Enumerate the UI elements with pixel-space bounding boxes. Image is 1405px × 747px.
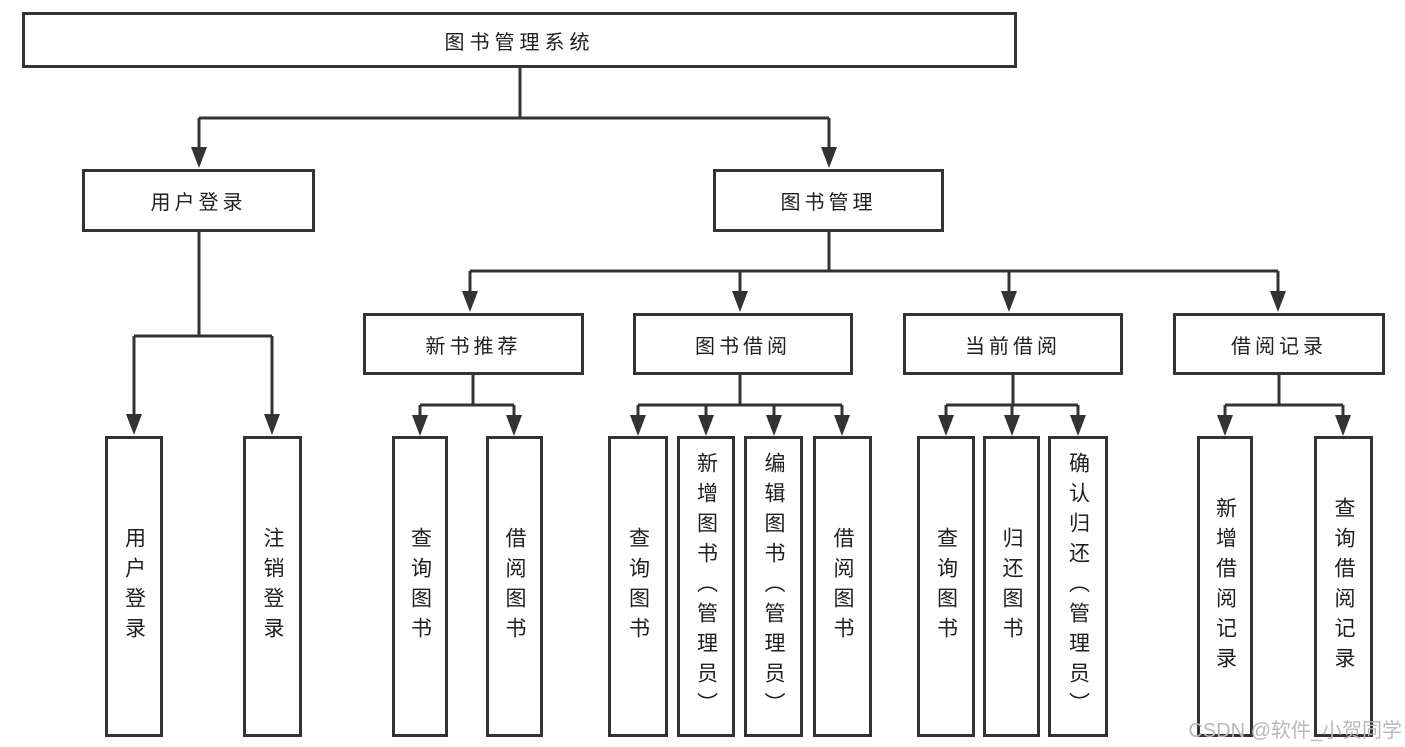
arrow-cb-return-books: [1004, 415, 1020, 436]
arrow-to-leaf-logout: [264, 414, 280, 435]
arrow-nb-borrow-books: [506, 415, 522, 436]
connector-new-book-children: [418, 375, 516, 416]
leaf-br-add-record: 新增借阅记录: [1197, 436, 1253, 737]
arrow-nb-query-books: [412, 415, 428, 436]
connector-user-login-children: [132, 232, 274, 415]
csdn-watermark: CSDN @软件_小贺同学: [1188, 720, 1402, 742]
connector-borrowing-records-children: [1223, 375, 1345, 416]
connector-book-borrowing-children: [636, 375, 844, 416]
node-current-borrowing: 当前借阅: [903, 313, 1123, 375]
leaf-user-login: 用户登录: [105, 436, 163, 737]
leaf-br-query-record: 查询借阅记录: [1314, 436, 1373, 737]
connector-book-management-children: [468, 232, 1280, 292]
arrow-to-user-login: [191, 147, 207, 168]
arrow-cb-confirm-return: [1070, 415, 1086, 436]
arrow-to-borrowing-records: [1270, 291, 1286, 312]
arrow-bb-query-books: [630, 415, 646, 436]
leaf-nb-borrow-books: 借阅图书: [486, 436, 543, 737]
leaf-bb-edit-books-admin: 编辑图书（管理员）: [744, 436, 803, 737]
arrow-to-book-management: [821, 147, 837, 168]
node-new-book-recommend: 新书推荐: [363, 313, 584, 375]
node-library-management-system: 图书管理系统: [22, 12, 1017, 68]
leaf-logout-login: 注销登录: [243, 436, 302, 737]
arrow-bb-edit-books: [766, 415, 782, 436]
arrow-br-query-record: [1335, 415, 1351, 436]
node-book-borrowing: 图书借阅: [633, 313, 853, 375]
arrow-to-current-borrowing: [1001, 291, 1017, 312]
arrow-br-add-record: [1217, 415, 1233, 436]
arrow-to-new-book-recommend: [462, 291, 478, 312]
node-book-management: 图书管理: [713, 169, 944, 232]
leaf-cb-return-books: 归还图书: [983, 436, 1040, 737]
arrow-to-book-borrowing: [732, 291, 748, 312]
leaf-bb-borrow-books: 借阅图书: [813, 436, 872, 737]
arrow-bb-add-books: [698, 415, 714, 436]
arrow-to-leaf-user-login: [126, 414, 142, 435]
node-borrowing-records: 借阅记录: [1173, 313, 1385, 375]
arrow-bb-borrow-books: [834, 415, 850, 436]
leaf-bb-add-books-admin: 新增图书（管理员）: [677, 436, 735, 737]
connector-root-to-level2: [197, 68, 831, 148]
leaf-cb-confirm-return-admin: 确认归还（管理员）: [1048, 436, 1108, 737]
leaf-nb-query-books: 查询图书: [392, 436, 448, 737]
node-user-login: 用户登录: [82, 169, 315, 232]
connector-current-borrowing-children: [944, 375, 1080, 416]
leaf-bb-query-books: 查询图书: [608, 436, 668, 737]
leaf-cb-query-books: 查询图书: [917, 436, 975, 737]
arrow-cb-query-books: [938, 415, 954, 436]
